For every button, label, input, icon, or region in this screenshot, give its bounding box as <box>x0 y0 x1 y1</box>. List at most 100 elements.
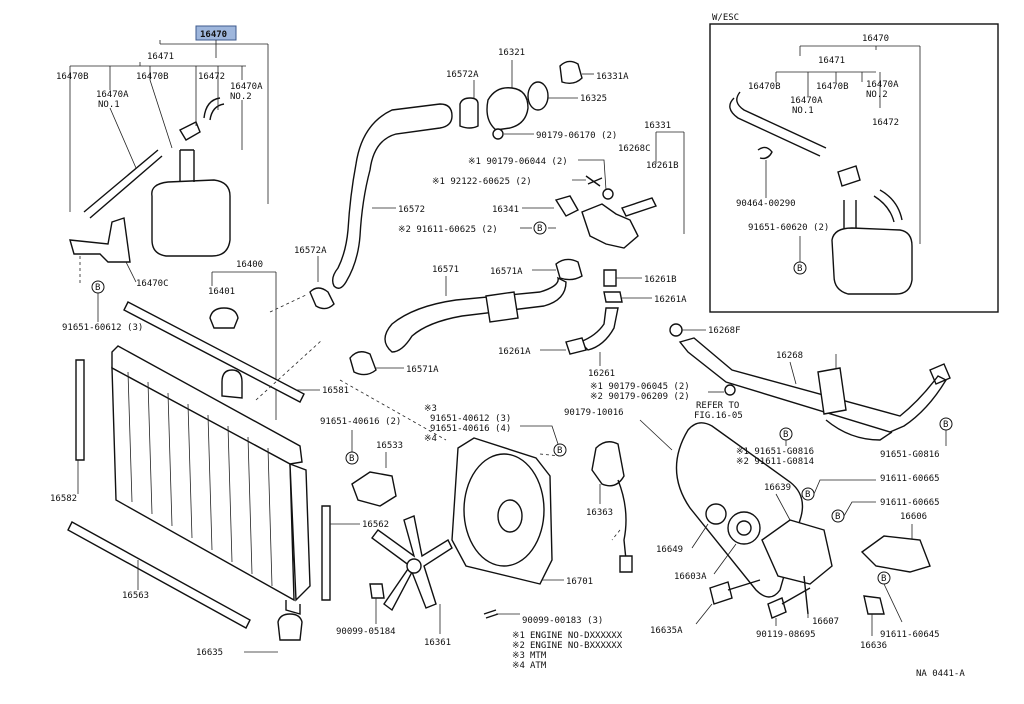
radiator-seal-16582[interactable] <box>75 359 85 461</box>
nut-90099-05184[interactable] <box>369 583 385 599</box>
hose-clamp-16571a-low[interactable] <box>349 351 377 376</box>
bypass-pipe-16268c[interactable] <box>621 197 657 217</box>
label-16572a-low[interactable]: 16572A <box>294 246 327 256</box>
label-16321[interactable]: 16321 <box>498 48 525 58</box>
inset-label-16470b-right[interactable]: 16470B <box>816 82 849 92</box>
nut-90179-06044[interactable] <box>602 188 614 200</box>
reservoir-bracket[interactable] <box>69 217 131 263</box>
label-16470b-left[interactable]: 16470B <box>56 72 89 82</box>
label-91651-g0816-1[interactable]: ※1 91651-G0816 <box>736 447 814 457</box>
clamp-16261a-top[interactable] <box>603 291 623 303</box>
inset-label-16470a-no2-sub[interactable]: NO.2 <box>866 90 888 100</box>
label-16562[interactable]: 16562 <box>362 520 389 530</box>
label-92122-60625[interactable]: ※1 92122-60625 (2) <box>432 177 532 187</box>
radiator-cap[interactable] <box>209 307 239 329</box>
inset-label-16470a-no2[interactable]: 16470A <box>866 80 899 90</box>
label-16331a[interactable]: 16331A <box>596 72 629 82</box>
inset-label-16470a-no1[interactable]: 16470A <box>790 96 823 106</box>
label-16635[interactable]: 16635 <box>196 648 223 658</box>
label-16261a-low[interactable]: 16261A <box>498 347 531 357</box>
label-16325[interactable]: 16325 <box>580 94 607 104</box>
label-16582[interactable]: 16582 <box>50 494 77 504</box>
water-inlet-housing[interactable] <box>581 203 639 249</box>
idler-bracket-16639[interactable] <box>761 519 833 585</box>
radiator-support-16533[interactable] <box>351 471 397 507</box>
bolt-90179-06170[interactable] <box>492 128 504 140</box>
inset-reservoir-tank[interactable] <box>831 227 913 295</box>
label-91611-g0814[interactable]: ※2 91611-G0814 <box>736 457 814 467</box>
radiator-upper-hose-16572[interactable] <box>331 103 453 289</box>
label-91651-g0816[interactable]: 91651-G0816 <box>880 450 940 460</box>
label-16261b-low[interactable]: 16261B <box>644 275 677 285</box>
overflow-hose-no2[interactable] <box>203 97 225 121</box>
reservoir-tank[interactable] <box>151 179 231 257</box>
label-90179-10016[interactable]: 90179-10016 <box>564 408 624 418</box>
inset-label-16470a-no1-sub[interactable]: NO.1 <box>792 106 814 116</box>
label-90179-06170[interactable]: 90179-06170 (2) <box>536 131 617 141</box>
label-90179-06044[interactable]: ※1 90179-06044 (2) <box>468 157 568 167</box>
label-16701[interactable]: 16701 <box>566 577 593 587</box>
label-16470c[interactable]: 16470C <box>136 279 169 289</box>
label-16400[interactable]: 16400 <box>236 260 263 270</box>
stud-92122[interactable] <box>585 175 603 187</box>
inset-label-16470[interactable]: 16470 <box>862 34 889 44</box>
label-90119-08695[interactable]: 90119-08695 <box>756 630 816 640</box>
inset-label-90464-00290[interactable]: 90464-00290 <box>736 199 796 209</box>
reservoir-hose[interactable] <box>83 149 163 219</box>
sensor-16636[interactable] <box>863 595 885 615</box>
bolt-16635a[interactable] <box>709 581 733 605</box>
pulley-16603a[interactable] <box>727 511 761 545</box>
gasket-16341[interactable] <box>554 195 579 217</box>
water-outlet-16321[interactable] <box>486 87 529 131</box>
label-90179-06209[interactable]: ※2 90179-06209 (2) <box>590 392 690 402</box>
pulley-16649[interactable] <box>705 503 727 525</box>
o-ring-16268f[interactable] <box>669 323 683 337</box>
label-16563[interactable]: 16563 <box>122 591 149 601</box>
hose-clamp-16572a-low[interactable] <box>309 287 335 310</box>
radiator-seal-16562[interactable] <box>321 505 331 601</box>
label-16572a-top[interactable]: 16572A <box>446 70 479 80</box>
label-16470a-no1-sub[interactable]: NO.1 <box>98 100 120 110</box>
inset-hose[interactable] <box>729 91 827 157</box>
bolt-90119-08695[interactable] <box>767 597 787 619</box>
label-16636[interactable]: 16636 <box>860 641 887 651</box>
thermostat-16331a[interactable] <box>559 60 583 85</box>
label-16471[interactable]: 16471 <box>147 52 174 62</box>
inset-label-91651-60620[interactable]: 91651-60620 (2) <box>748 223 829 233</box>
hose-clamp-16572a-top[interactable] <box>459 97 479 129</box>
inset-overflow-hose[interactable] <box>873 189 903 223</box>
label-91611-60665a[interactable]: 91611-60665 <box>880 474 940 484</box>
radiator-core[interactable] <box>111 366 295 602</box>
hose-16261[interactable] <box>578 307 619 351</box>
label-16472[interactable]: 16472 <box>198 72 225 82</box>
label-16533[interactable]: 16533 <box>376 441 403 451</box>
label-91651-60612[interactable]: 91651-60612 (3) <box>62 323 143 333</box>
radiator-seal-16581[interactable] <box>123 301 305 403</box>
label-16470b-mid[interactable]: 16470B <box>136 72 169 82</box>
label-16635a[interactable]: 16635A <box>650 626 683 636</box>
hose-16261b[interactable] <box>603 269 617 287</box>
clamp-16261a-low[interactable] <box>565 337 587 355</box>
highlighted-part-number[interactable]: 16470 <box>200 30 227 40</box>
label-91651-40616[interactable]: 91651-40616 (2) <box>320 417 401 427</box>
radiator-seal-16563[interactable] <box>67 521 251 629</box>
label-16649[interactable]: 16649 <box>656 545 683 555</box>
inset-label-16472[interactable]: 16472 <box>872 118 899 128</box>
label-16401[interactable]: 16401 <box>208 287 235 297</box>
drain-plug-16635[interactable] <box>277 613 303 641</box>
label-16571a-top[interactable]: 16571A <box>490 267 523 277</box>
label-16470a-no1[interactable]: 16470A <box>96 90 129 100</box>
bracket-16606[interactable] <box>860 535 931 573</box>
label-16572[interactable]: 16572 <box>398 205 425 215</box>
label-16331[interactable]: 16331 <box>644 121 671 131</box>
fan-motor-16363[interactable] <box>591 441 625 487</box>
label-91611-60645[interactable]: 91611-60645 <box>880 630 940 640</box>
label-16470a-no2-sub[interactable]: NO.2 <box>230 92 252 102</box>
label-16261b-top[interactable]: 16261B <box>646 161 679 171</box>
inset-label-16470b-left[interactable]: 16470B <box>748 82 781 92</box>
label-16603a[interactable]: 16603A <box>674 572 707 582</box>
hose-clamp-16571a-top[interactable] <box>555 258 583 281</box>
label-16606[interactable]: 16606 <box>900 512 927 522</box>
bolt-16607[interactable] <box>803 575 809 615</box>
label-16361[interactable]: 16361 <box>424 638 451 648</box>
